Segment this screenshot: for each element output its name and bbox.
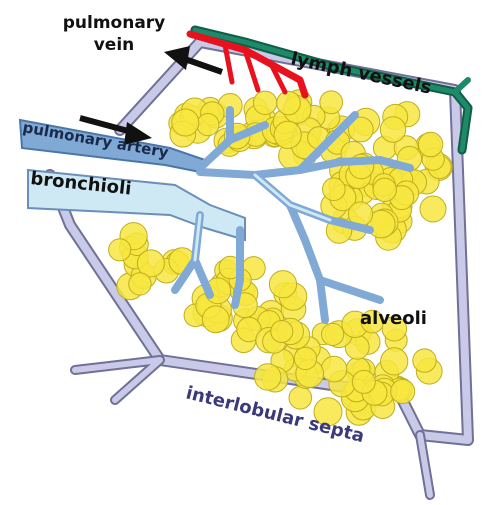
- artery-branch: [296, 111, 359, 174]
- artery-arrow-head: [124, 122, 152, 145]
- alveolus: [201, 305, 230, 334]
- alveolus: [313, 397, 343, 427]
- pulmonary-vein-arrow: [164, 46, 223, 75]
- alveolus: [268, 270, 298, 299]
- alveolus: [381, 316, 408, 342]
- label-pulmonary-vein-line1: pulmonary: [63, 13, 166, 33]
- bronchiole-branch: [253, 173, 332, 222]
- label-alveoli: alveoli: [360, 308, 427, 329]
- alveolus: [252, 90, 278, 116]
- vein-arrow-shaft: [181, 55, 223, 75]
- alveolus: [270, 320, 294, 343]
- pulmonary-vein-vessels: [186, 30, 309, 99]
- bronchiole-branch: [193, 213, 202, 262]
- septa-branch-left-fill: [72, 357, 163, 403]
- artery-branch: [316, 276, 384, 304]
- artery-branch: [171, 256, 199, 294]
- alveolus: [412, 348, 437, 373]
- alveolus: [379, 116, 407, 143]
- lymph-vessel-inner: [192, 27, 471, 153]
- interlobular-septa-walls: [44, 36, 474, 500]
- bronchioli-duct: [27, 168, 246, 242]
- artery-branch: [196, 158, 344, 179]
- alveolus: [419, 195, 447, 223]
- alveolus: [347, 116, 374, 143]
- alveolus: [319, 90, 344, 115]
- alveolus: [108, 238, 132, 262]
- artery-branch: [336, 156, 414, 172]
- alveolus: [293, 346, 318, 371]
- alveolus: [128, 272, 152, 296]
- alveolus: [171, 108, 200, 137]
- bronchiole-highlights: [193, 173, 332, 262]
- alveolus: [196, 113, 220, 137]
- label-pulmonary-vein-line2: vein: [94, 35, 135, 55]
- alveolus: [320, 355, 348, 383]
- septa-branch-bottom-fill: [417, 432, 433, 498]
- alveolus: [136, 249, 165, 278]
- alveolus: [276, 90, 301, 116]
- bronchiole-tree: [18, 106, 414, 324]
- alveolus: [351, 369, 376, 394]
- alveolus: [360, 309, 385, 334]
- vein-arrow-head: [164, 46, 190, 70]
- alveolus: [417, 131, 444, 158]
- artery-branch: [286, 201, 329, 324]
- alveolus: [321, 322, 345, 346]
- alveolus: [380, 347, 409, 376]
- alveolus: [288, 386, 313, 410]
- alveoli-clusters: [108, 89, 453, 427]
- alveolus: [273, 120, 302, 149]
- alveolus: [254, 363, 282, 391]
- artery-arrow-shaft: [79, 115, 133, 135]
- pulmonary-artery-arrow: [79, 115, 152, 145]
- lymph-vessel-top: [452, 77, 471, 95]
- alveolus: [372, 177, 397, 203]
- label-lymph-vessels: lymph vessels: [289, 48, 433, 98]
- alveolus: [390, 379, 416, 404]
- pulmonary-vein-branch: [222, 42, 288, 95]
- alveolus: [322, 177, 346, 201]
- artery-branch: [231, 226, 244, 309]
- lymph-vessels: [190, 25, 473, 155]
